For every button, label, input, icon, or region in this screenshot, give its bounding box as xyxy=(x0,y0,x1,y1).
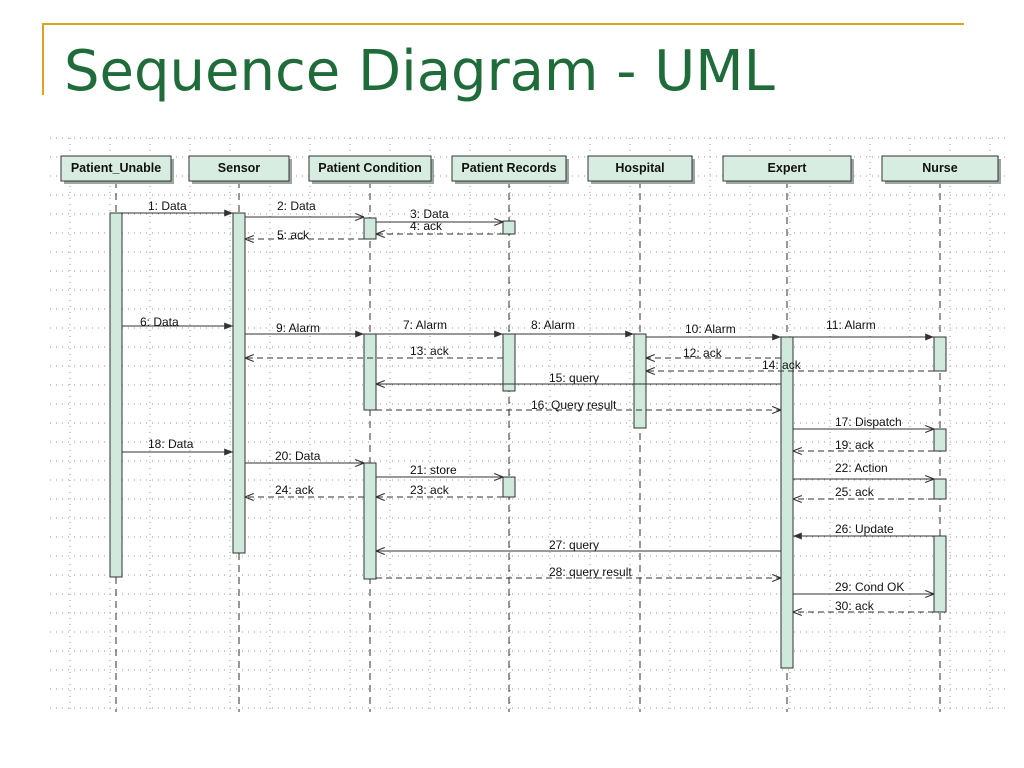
message-25-label: 25: ack xyxy=(835,485,875,499)
message-23-label: 23: ack xyxy=(410,483,450,497)
message-17-label: 17: Dispatch xyxy=(835,415,902,429)
message-24-label: 24: ack xyxy=(275,483,315,497)
message-15-label: 15: query xyxy=(549,371,599,385)
message-9-label: 9: Alarm xyxy=(276,321,320,335)
participant-box xyxy=(587,155,693,182)
participant-sensor: Sensor xyxy=(188,155,292,184)
message-10-label: 10: Alarm xyxy=(685,322,736,336)
accent-line-left xyxy=(42,23,44,95)
activation-nurse xyxy=(933,478,947,500)
activation-patient-records xyxy=(502,476,516,498)
participant-expert: Expert xyxy=(722,155,854,184)
message-8-label: 8: Alarm xyxy=(531,318,575,332)
activation-nurse xyxy=(933,336,947,372)
message-28-label: 28: query result xyxy=(549,565,632,579)
message-22-label: 22: Action xyxy=(835,461,888,475)
message-21-label: 21: store xyxy=(410,463,457,477)
participant-patient-records: Patient Records xyxy=(451,155,569,184)
message-14-label: 14: ack xyxy=(762,358,802,372)
participant-label: Nurse xyxy=(922,161,957,175)
message-1-label: 1: Data xyxy=(148,199,187,213)
message-11-label: 11: Alarm xyxy=(826,318,876,332)
participant-box xyxy=(188,155,290,182)
participant-box xyxy=(451,155,567,182)
participant-nurse: Nurse xyxy=(881,155,1001,184)
participant-box xyxy=(308,155,432,182)
activation-hospital xyxy=(633,333,647,429)
participant-headers: Patient_Unable Sensor Patient Condition Pat… xyxy=(60,155,1001,184)
message-26-label: 26: Update xyxy=(835,522,894,536)
activation-patient-condition xyxy=(363,333,377,411)
slide-title: Sequence Diagram - UML xyxy=(64,39,775,104)
message-3-label: 3: Data xyxy=(410,207,449,221)
message-19-label: 19: ack xyxy=(835,438,875,452)
message-4-label: 4: ack xyxy=(410,219,443,233)
participant-label: Sensor xyxy=(218,161,261,175)
message-27-label: 27: query xyxy=(549,538,599,552)
participant-patient-condition: Patient Condition xyxy=(308,155,434,184)
message-29-label: 29: Cond OK xyxy=(835,580,904,594)
message-2-label: 2: Data xyxy=(277,199,316,213)
activation-patient-records xyxy=(502,220,516,235)
activation-sensor xyxy=(232,212,246,554)
message-13-label: 13: ack xyxy=(410,344,450,358)
message-16-label: 16: Query result xyxy=(531,398,617,412)
activation-patient-records xyxy=(502,333,516,392)
participant-label: Hospital xyxy=(615,161,664,175)
message-18-label: 18: Data xyxy=(148,437,194,451)
accent-line-top xyxy=(42,23,964,25)
activation-bars xyxy=(109,212,947,669)
activation-nurse xyxy=(933,428,947,452)
message-6-label: 6: Data xyxy=(140,315,179,329)
message-7-label: 7: Alarm xyxy=(403,318,447,332)
message-5-label: 5: ack xyxy=(277,228,310,242)
message-12-label: 12: ack xyxy=(683,346,723,360)
activation-expert xyxy=(780,336,794,669)
activation-patient-condition xyxy=(363,217,377,240)
participant-box xyxy=(881,155,999,182)
participant-box xyxy=(60,155,172,182)
participant-label: Patient_Unable xyxy=(71,161,161,175)
participant-hospital: Hospital xyxy=(587,155,695,184)
participant-label: Patient Records xyxy=(461,161,556,175)
activation-patient-condition xyxy=(363,462,377,580)
activation-nurse xyxy=(933,535,947,613)
message-30-label: 30: ack xyxy=(835,599,875,613)
message-20-label: 20: Data xyxy=(275,449,321,463)
participant-label: Expert xyxy=(768,161,808,175)
participant-box xyxy=(722,155,852,182)
participant-patient-unable: Patient_Unable xyxy=(60,155,174,184)
activation-patient-unable xyxy=(109,212,123,578)
participant-label: Patient Condition xyxy=(318,161,421,175)
